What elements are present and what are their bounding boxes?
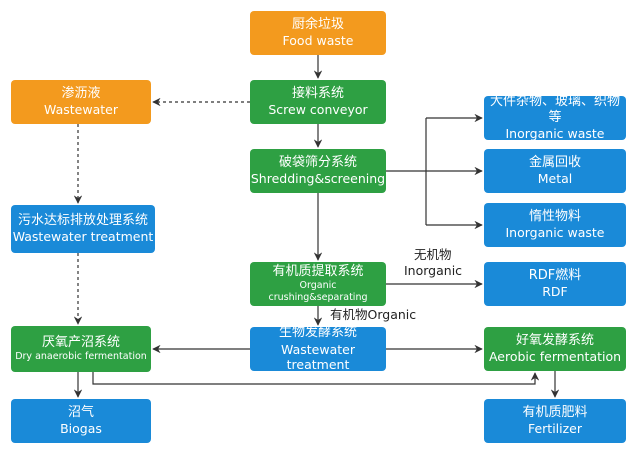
edge-anaerobic-to-aerobic — [92, 372, 540, 385]
label-inorganic-en: Inorganic — [404, 263, 463, 278]
node-wastewater-treatment-en: Wastewater treatment — [12, 229, 154, 245]
node-inorganic-2: 惰性物料 Inorganic waste — [484, 203, 626, 247]
node-dry-anaerobic-zh: 厌氧产沼系统 — [41, 334, 120, 350]
node-fertilizer-en: Fertilizer — [527, 421, 583, 437]
node-dry-anaerobic-en: Dry anaerobic fermentation — [15, 351, 147, 363]
node-aerobic-en: Aerobic fermentation — [488, 349, 622, 365]
node-organic-separating: 有机质提取系统 Organic crushing&separating — [250, 262, 386, 306]
node-food-waste: 厨余垃圾 Food waste — [250, 11, 386, 55]
node-biogas-en: Biogas — [60, 421, 102, 437]
node-shredding-zh: 破袋筛分系统 — [278, 155, 357, 171]
node-screw-conveyor-zh: 接料系统 — [291, 86, 344, 102]
node-dry-anaerobic: 厌氧产沼系统 Dry anaerobic fermentation — [11, 326, 151, 372]
node-wastewater-treatment-zh: 污水达标排放处理系统 — [17, 213, 148, 229]
node-food-waste-zh: 厨余垃圾 — [291, 17, 344, 33]
node-rdf: RDF燃料 RDF — [484, 262, 626, 306]
node-screw-conveyor: 接料系统 Screw conveyor — [250, 80, 386, 124]
node-organic-separating-en: Organic crushing&separating — [268, 280, 368, 304]
node-rdf-zh: RDF燃料 — [528, 268, 582, 284]
node-metal-zh: 金属回收 — [528, 155, 581, 171]
node-biogas-zh: 沼气 — [67, 405, 94, 421]
node-inorganic-1-zh: 大件杂物、玻璃、织物等 — [489, 93, 620, 126]
node-inorganic-1-en: Inorganic waste — [505, 126, 605, 142]
node-wastewater: 渗沥液 Wastewater — [11, 80, 151, 124]
node-metal-en: Metal — [537, 171, 573, 187]
node-organic-separating-zh: 有机质提取系统 — [272, 264, 364, 279]
node-aerobic: 好氧发酵系统 Aerobic fermentation — [484, 327, 626, 371]
label-organic: 有机物Organic — [330, 307, 417, 322]
node-wastewater-zh: 渗沥液 — [61, 86, 101, 102]
node-rdf-en: RDF — [542, 284, 568, 300]
node-inorganic-2-zh: 惰性物料 — [528, 209, 581, 225]
node-metal: 金属回收 Metal — [484, 149, 626, 193]
node-bio-fermentation-zh: 生物发酵系统 — [278, 325, 357, 341]
node-bio-fermentation: 生物发酵系统 Wastewater treatment — [250, 325, 386, 373]
label-inorganic-zh: 无机物 — [414, 247, 452, 262]
node-fertilizer: 有机质肥料 Fertilizer — [484, 399, 626, 443]
node-wastewater-treatment: 污水达标排放处理系统 Wastewater treatment — [11, 205, 155, 253]
node-shredding: 破袋筛分系统 Shredding&screening — [250, 149, 386, 193]
node-wastewater-en: Wastewater — [44, 102, 118, 118]
node-inorganic-2-en: Inorganic waste — [505, 225, 605, 241]
node-aerobic-zh: 好氧发酵系统 — [515, 333, 594, 349]
node-screw-conveyor-en: Screw conveyor — [268, 102, 368, 118]
node-biogas: 沼气 Biogas — [11, 399, 151, 443]
node-fertilizer-zh: 有机质肥料 — [522, 405, 588, 421]
node-shredding-en: Shredding&screening — [250, 171, 386, 187]
node-inorganic-1: 大件杂物、玻璃、织物等 Inorganic waste — [484, 93, 626, 142]
node-bio-fermentation-en: Wastewater treatment — [281, 341, 355, 373]
node-food-waste-en: Food waste — [282, 33, 354, 49]
